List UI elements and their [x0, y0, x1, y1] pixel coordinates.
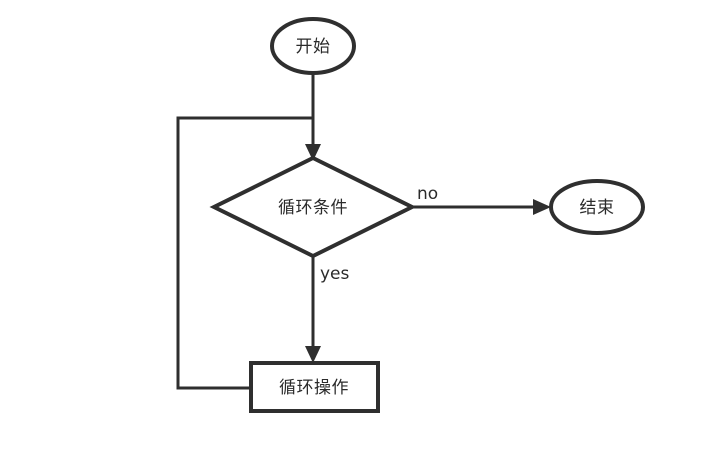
node-operation[interactable]: 循环操作	[249, 361, 380, 413]
edge-condition-to-operation	[305, 256, 321, 363]
condition-label: 循环条件	[278, 198, 348, 218]
edge-operation-to-condition	[176, 116, 313, 390]
start-ellipse[interactable]	[270, 17, 356, 75]
arrow-head-into-condition	[305, 144, 321, 161]
edge-label-yes: yes	[320, 264, 350, 284]
operation-rect[interactable]	[249, 361, 380, 413]
node-end[interactable]: 结束	[549, 179, 645, 235]
edge-start-to-condition	[305, 73, 321, 161]
node-condition[interactable]: 循环条件	[209, 155, 417, 259]
edge-label-no: no	[417, 184, 438, 204]
end-ellipse[interactable]	[549, 179, 645, 235]
edge-condition-to-end	[410, 199, 551, 215]
end-label: 结束	[580, 198, 615, 218]
arrow-head-into-end	[533, 199, 551, 215]
operation-label: 循环操作	[279, 378, 349, 398]
node-start[interactable]: 开始	[270, 17, 356, 75]
edge-operation-to-condition-path	[176, 116, 313, 390]
start-label: 开始	[296, 37, 331, 57]
condition-diamond[interactable]	[209, 155, 417, 259]
arrow-head-into-operation	[305, 346, 321, 363]
